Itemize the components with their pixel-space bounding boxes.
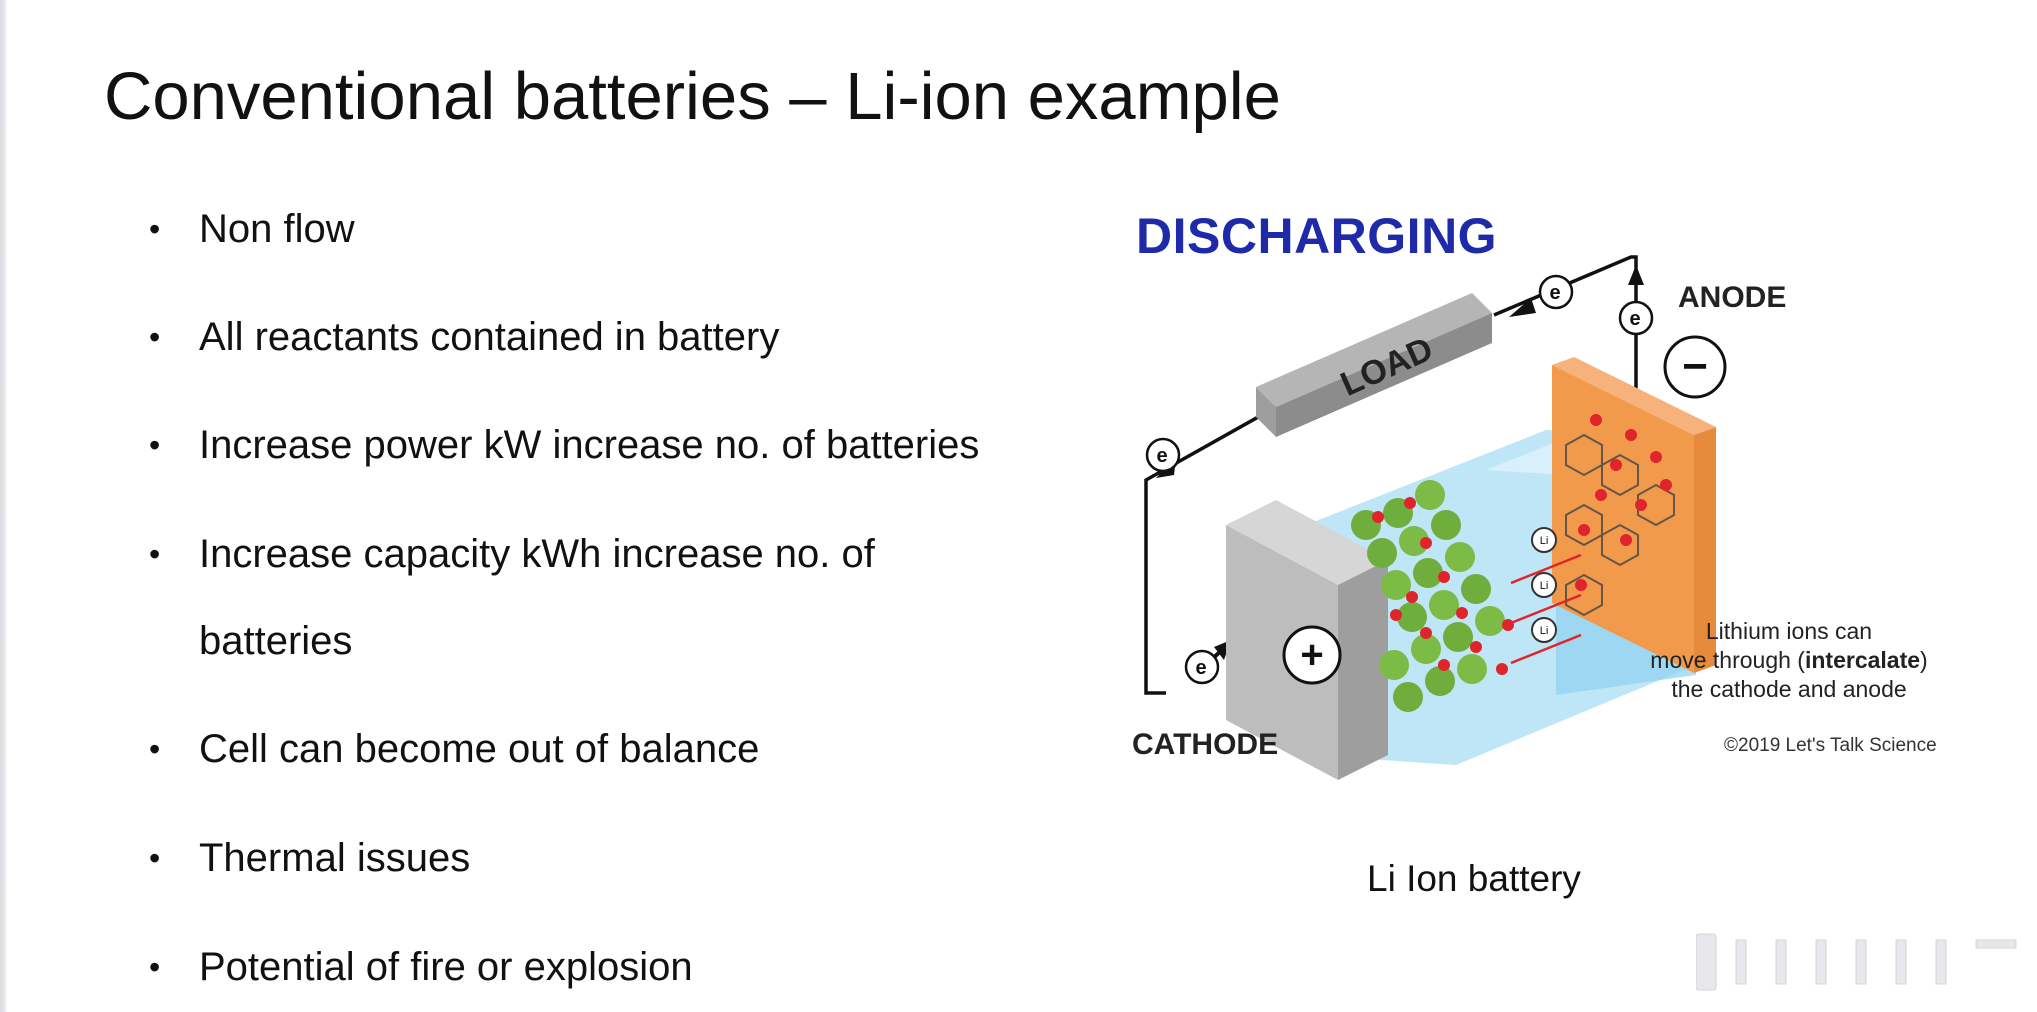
electron-label: e [1156,445,1167,467]
slide-title: Conventional batteries – Li-ion example [104,59,1281,134]
bullet-dot: • [149,319,161,355]
bullet-text: Cell can become out of balance [199,727,760,771]
load-box [1256,293,1492,437]
lithium-ion-icon [1531,527,1557,643]
bullet-dot: • [149,949,161,985]
annotation-line: the cathode and anode [1671,676,1907,702]
ion-flow-arrows [1510,553,1582,665]
arrow-icon [1628,265,1644,285]
battery-diagram: e e e e Li Li Li LOAD + − DISCHARGING AN… [1126,195,1946,795]
battery-illustration: e e e e Li Li Li LOAD + − [1144,255,1727,780]
cathode-material [1351,480,1505,712]
annotation-bold-term: intercalate [1804,647,1921,673]
bullet-text: All reactants contained in battery [199,315,780,359]
ion-label: Li [1540,535,1549,547]
lithium-ions [1372,414,1672,675]
electron-label: e [1549,282,1560,304]
diagram-annotation: Lithium ions can move through (intercala… [1629,617,1949,704]
presentation-toolbar-ghost [1696,933,2017,991]
annotation-text: ) [1920,647,1928,673]
cathode-plate [1226,500,1388,585]
bullet-dot: • [149,211,161,247]
electron-label: e [1629,308,1640,330]
bullet-text: Potential of fire or explosion [199,945,693,989]
bullet-text: Thermal issues [199,836,471,880]
ion-label: Li [1540,625,1549,637]
anode-label: ANODE [1678,281,1787,314]
minus-symbol: − [1682,342,1708,391]
arrow-icon [1509,298,1536,317]
electron-icon [1145,274,1654,685]
bullet-text: Increase power kW increase no. of batter… [199,423,980,467]
electron-label: e [1195,657,1206,679]
anode-plate [1552,357,1716,435]
bullet-dot: • [149,427,161,463]
plus-symbol: + [1300,633,1323,677]
ion-label: Li [1540,580,1549,592]
bullet-dot: • [149,536,161,572]
figure-caption: Li Ion battery [1367,858,1581,899]
copyright-notice: ©2019 Let's Talk Science [1724,735,1937,756]
minus-icon [1663,335,1727,399]
window-edge [0,0,6,1012]
diagram-heading: DISCHARGING [1136,208,1498,264]
bullet-text: Increase capacity kWh increase no. of [199,532,875,576]
annotation-line: Lithium ions can [1705,618,1873,644]
bullet-dot: • [149,731,161,767]
slide: Conventional batteries – Li-ion example … [6,0,2037,1012]
annotation-text: move through ( [1650,647,1805,673]
plus-icon [1282,625,1342,685]
cathode-label: CATHODE [1132,728,1279,761]
bullet-dot: • [149,840,161,876]
bullet-text: Non flow [199,207,355,251]
annotation-line: move through (intercalate) [1629,646,1949,675]
bullet-text-continued: batteries [199,619,353,663]
